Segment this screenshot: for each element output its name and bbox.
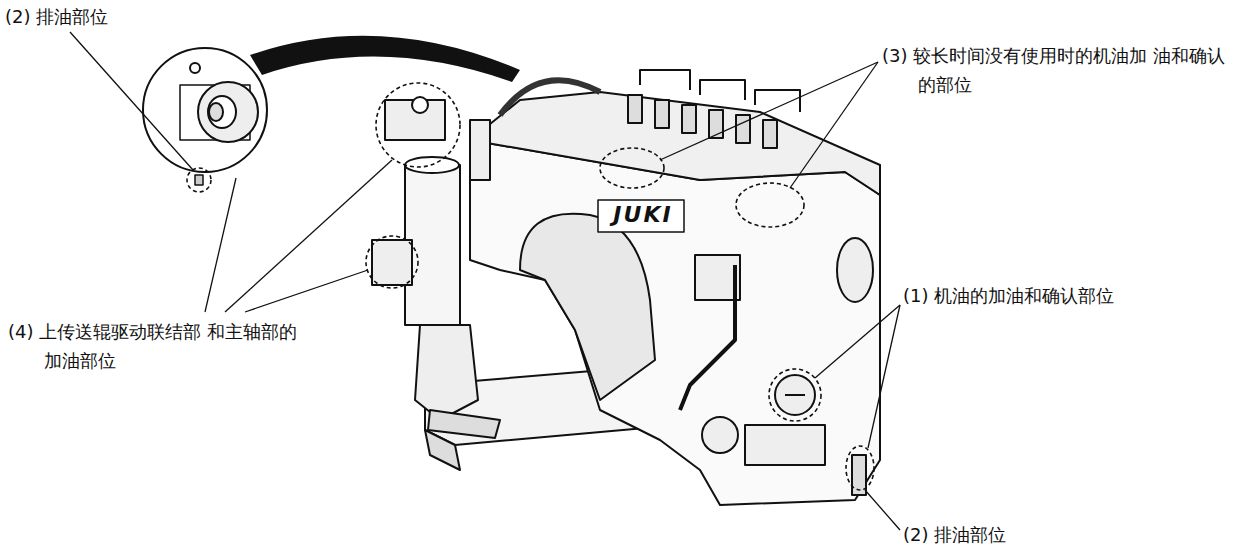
callout-label: (2) 排油部位 xyxy=(5,3,205,32)
brand-logo: JUKI xyxy=(603,202,683,228)
callout-label: (4) 上传送辊驱动联结部 和主轴部的加油部位 xyxy=(8,318,306,376)
callout-label: (3) 较长时间没有使用时的机油加 油和确认的部位 xyxy=(882,42,1238,100)
callout-label: (1) 机油的加油和确认部位 xyxy=(903,282,1223,311)
callout-label: (2) 排油部位 xyxy=(903,521,1103,550)
